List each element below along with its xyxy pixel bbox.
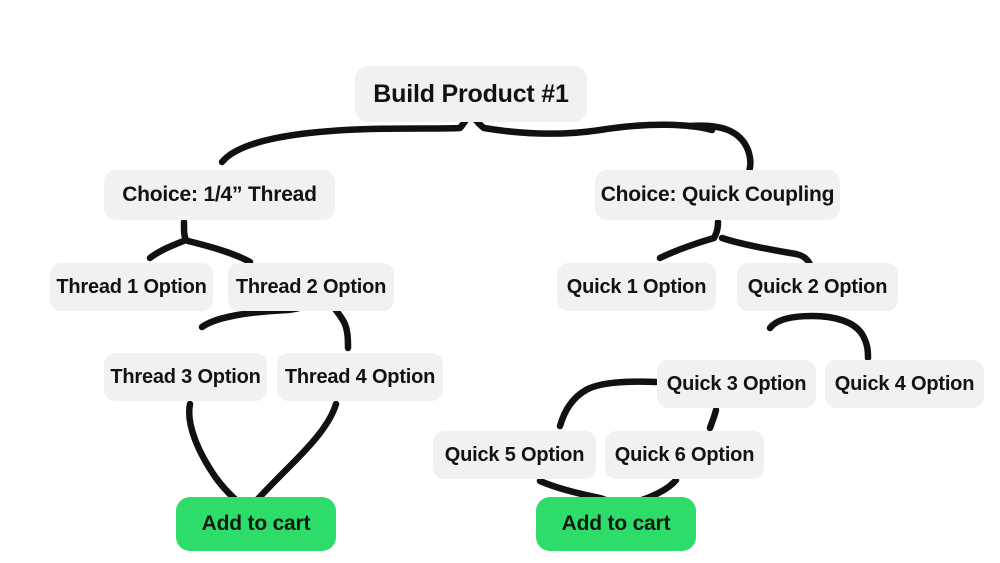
node-quick2[interactable]: Quick 2 Option (737, 263, 898, 311)
node-cart-right[interactable]: Add to cart (536, 497, 696, 551)
node-choice1[interactable]: Choice: 1/4” Thread (104, 170, 335, 220)
node-thread3[interactable]: Thread 3 Option (104, 353, 267, 401)
node-quick1[interactable]: Quick 1 Option (557, 263, 716, 311)
node-cart-left[interactable]: Add to cart (176, 497, 336, 551)
node-quick3[interactable]: Quick 3 Option (657, 360, 816, 408)
node-thread4[interactable]: Thread 4 Option (277, 353, 443, 401)
node-quick5[interactable]: Quick 5 Option (433, 431, 596, 479)
node-thread2[interactable]: Thread 2 Option (228, 263, 394, 311)
node-root[interactable]: Build Product #1 (355, 66, 587, 122)
node-quick4[interactable]: Quick 4 Option (825, 360, 984, 408)
edge-thread3-to-cart (186, 400, 250, 512)
edge-root-to-choice2-arm (686, 122, 754, 176)
edge-quick2-fork (766, 312, 872, 362)
edge-quick3-to-quick5 (556, 378, 660, 430)
node-thread1[interactable]: Thread 1 Option (50, 263, 213, 311)
node-quick6[interactable]: Quick 6 Option (605, 431, 764, 479)
node-choice2[interactable]: Choice: Quick Coupling (595, 170, 840, 220)
edge-quick3-to-quick6 (706, 406, 720, 432)
edge-thread4-to-cart (246, 400, 340, 512)
edge-choice1-fork (146, 218, 254, 266)
